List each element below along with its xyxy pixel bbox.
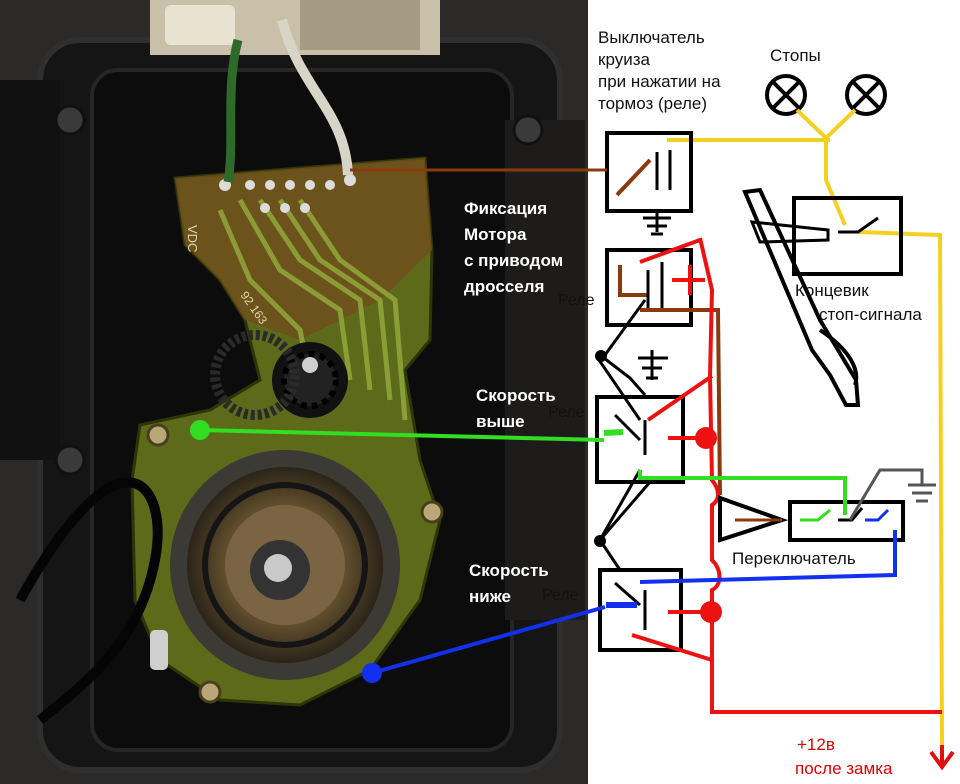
white-wire-photo bbox=[277, 18, 353, 176]
relay-1-label: Реле bbox=[558, 292, 595, 309]
green-wire bbox=[199, 428, 847, 515]
speed-down-label: Скорость ниже bbox=[469, 561, 549, 606]
green-wire-photo bbox=[223, 38, 243, 183]
red-wire bbox=[698, 237, 942, 714]
red-junction bbox=[695, 427, 717, 449]
speed-up-label: Скорость выше bbox=[476, 386, 556, 431]
ground-icon bbox=[643, 211, 671, 236]
black-junction bbox=[595, 350, 607, 362]
feedback-potentiometer bbox=[170, 450, 400, 680]
screw bbox=[54, 104, 86, 136]
ground-icon bbox=[908, 483, 936, 503]
lamp-icon bbox=[765, 74, 807, 116]
yellow-wire bbox=[667, 108, 944, 746]
stops-label: Стопы bbox=[770, 46, 821, 65]
cruise-switch-label: Выключатель круиза при нажатии на тормоз… bbox=[598, 28, 721, 113]
amplifier-icon bbox=[718, 495, 789, 543]
screw bbox=[512, 114, 544, 146]
arrow-down-icon bbox=[929, 745, 955, 771]
relay-3-label: Реле bbox=[542, 587, 579, 604]
selector-switch-label: Переключатель bbox=[732, 549, 856, 568]
screw bbox=[54, 444, 86, 476]
schematic-background bbox=[588, 0, 960, 784]
brake-pedal bbox=[742, 187, 861, 407]
blue-wire-terminal bbox=[362, 663, 382, 683]
relay-icon bbox=[605, 131, 693, 213]
ground-icon bbox=[638, 350, 668, 380]
black-junction bbox=[594, 535, 606, 547]
power-label: +12в после замка bbox=[795, 735, 893, 778]
relay-2-label: Реле bbox=[548, 404, 585, 421]
lamp-icon bbox=[845, 74, 887, 116]
pcb-mark: VDC bbox=[185, 225, 200, 252]
brake-switch-box bbox=[792, 196, 903, 276]
motor-lock-label: Фиксация Мотора с приводом дросселя bbox=[464, 199, 564, 296]
blue-wire bbox=[371, 530, 897, 675]
photo-region: VDC 92 163 bbox=[0, 0, 588, 784]
green-wire-terminal bbox=[190, 420, 210, 440]
brake-switch-label: Концевик стоп-сигнала bbox=[795, 281, 922, 324]
